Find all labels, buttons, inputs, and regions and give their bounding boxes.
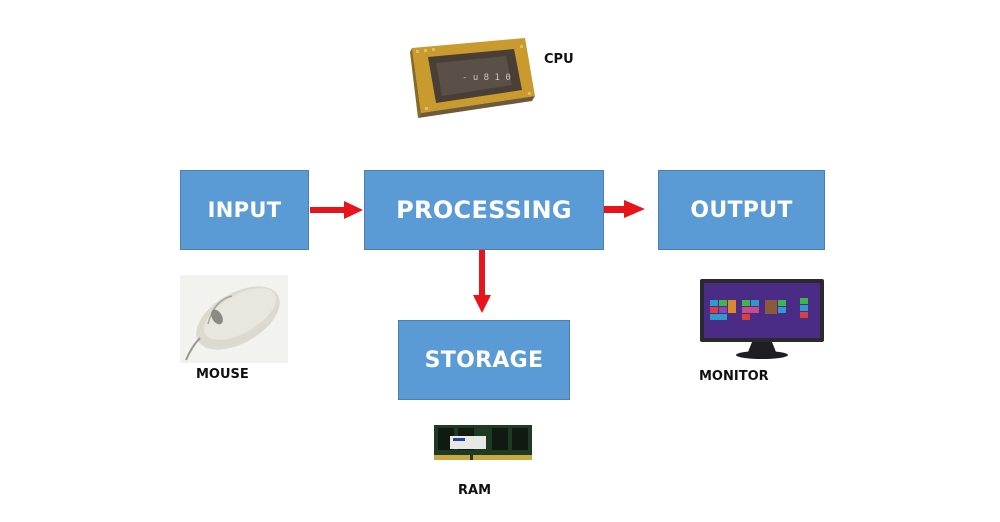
cpu-chip-icon: - u 8 1 0 <box>410 38 535 118</box>
svg-text:- u 8 1 0: - u 8 1 0 <box>462 73 511 83</box>
node-output: OUTPUT <box>658 170 825 250</box>
caption-ram: RAM <box>458 483 492 498</box>
arrow-processing-to-output <box>592 200 645 218</box>
node-input: INPUT <box>180 170 309 250</box>
node-processing-label: PROCESSING <box>396 196 572 224</box>
node-input-label: INPUT <box>207 198 282 222</box>
node-storage-label: STORAGE <box>424 347 544 373</box>
node-storage: STORAGE <box>398 320 570 400</box>
caption-monitor: MONITOR <box>699 369 769 384</box>
arrow-input-to-processing <box>310 201 363 219</box>
caption-cpu: CPU <box>544 52 574 67</box>
monitor-icon <box>700 279 824 359</box>
arrow-processing-to-storage <box>473 237 491 313</box>
mouse-icon <box>180 275 288 363</box>
caption-mouse: MOUSE <box>196 367 249 382</box>
node-output-label: OUTPUT <box>690 197 793 223</box>
ram-module-icon <box>434 425 532 460</box>
node-processing: PROCESSING <box>364 170 604 250</box>
